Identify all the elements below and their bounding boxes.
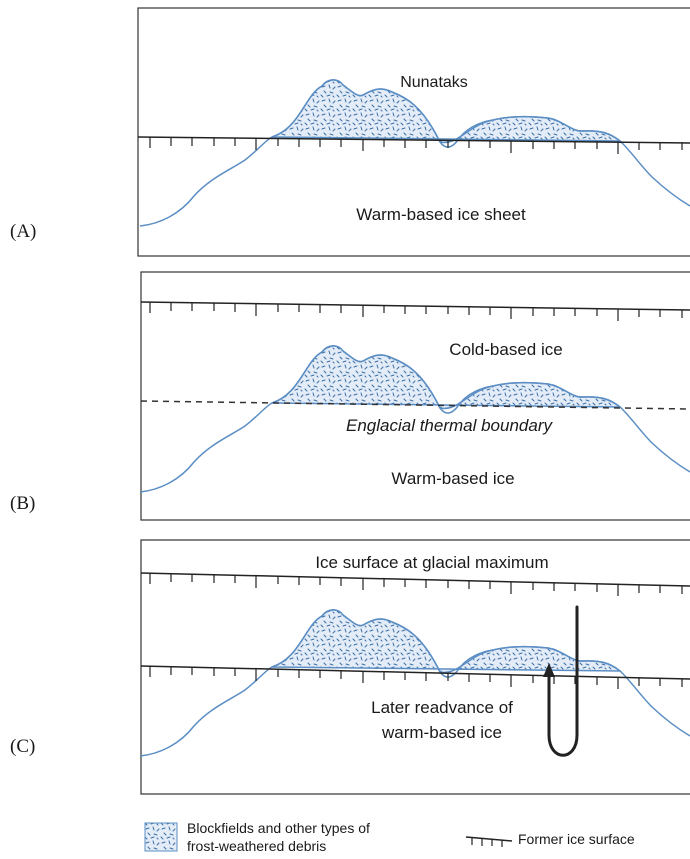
legend-ice-surface: Former ice surface (518, 831, 635, 847)
warm-based-ice-sheet-label: Warm-based ice sheet (356, 205, 526, 224)
legend-debris-line1: Blockfields and other types of (187, 820, 370, 836)
glacial-maximum-ticks (149, 573, 683, 596)
ice-surface-ticks (149, 302, 683, 321)
former-ice-surface (140, 301, 690, 311)
englacial-thermal-boundary-line (140, 400, 690, 410)
glacial-maximum-label: Ice surface at glacial maximum (315, 553, 548, 572)
arrowhead-icon (543, 663, 555, 677)
legend: Blockfields and other types of frost-wea… (144, 820, 635, 854)
terrain-profile (139, 345, 690, 493)
panel-c: Ice surface at glacial maximum Later rea… (139, 553, 690, 757)
nunataks-label: Nunataks (400, 74, 468, 91)
ice-surface-ticks (149, 666, 683, 689)
panel-b-label: (B) (10, 493, 35, 514)
panel-b: Cold-based ice Englacial thermal boundar… (139, 301, 690, 493)
former-ice-surface (137, 136, 690, 144)
readvance-arrow-icon (547, 605, 579, 757)
panel-c-label: (C) (10, 736, 35, 757)
panel-a: Nunataks Warm-based ice sheet (137, 74, 690, 227)
terrain-profile (139, 609, 690, 757)
ice-surface-swatch (465, 836, 513, 847)
englacial-thermal-boundary-label: Englacial thermal boundary (346, 416, 554, 435)
ice-surface-ticks (149, 137, 683, 154)
former-ice-surface (140, 665, 690, 680)
cold-based-ice-label: Cold-based ice (449, 340, 562, 359)
panel-a-label: (A) (10, 221, 36, 242)
glacial-maximum-surface (140, 572, 690, 587)
readvance-label-line1: Later readvance of (371, 698, 513, 717)
legend-debris-line2: frost-weathered debris (187, 838, 326, 854)
readvance-label-line2: warm-based ice (381, 723, 502, 742)
debris-swatch (144, 822, 178, 852)
terrain-profile (139, 79, 690, 227)
warm-based-ice-label: Warm-based ice (391, 469, 514, 488)
